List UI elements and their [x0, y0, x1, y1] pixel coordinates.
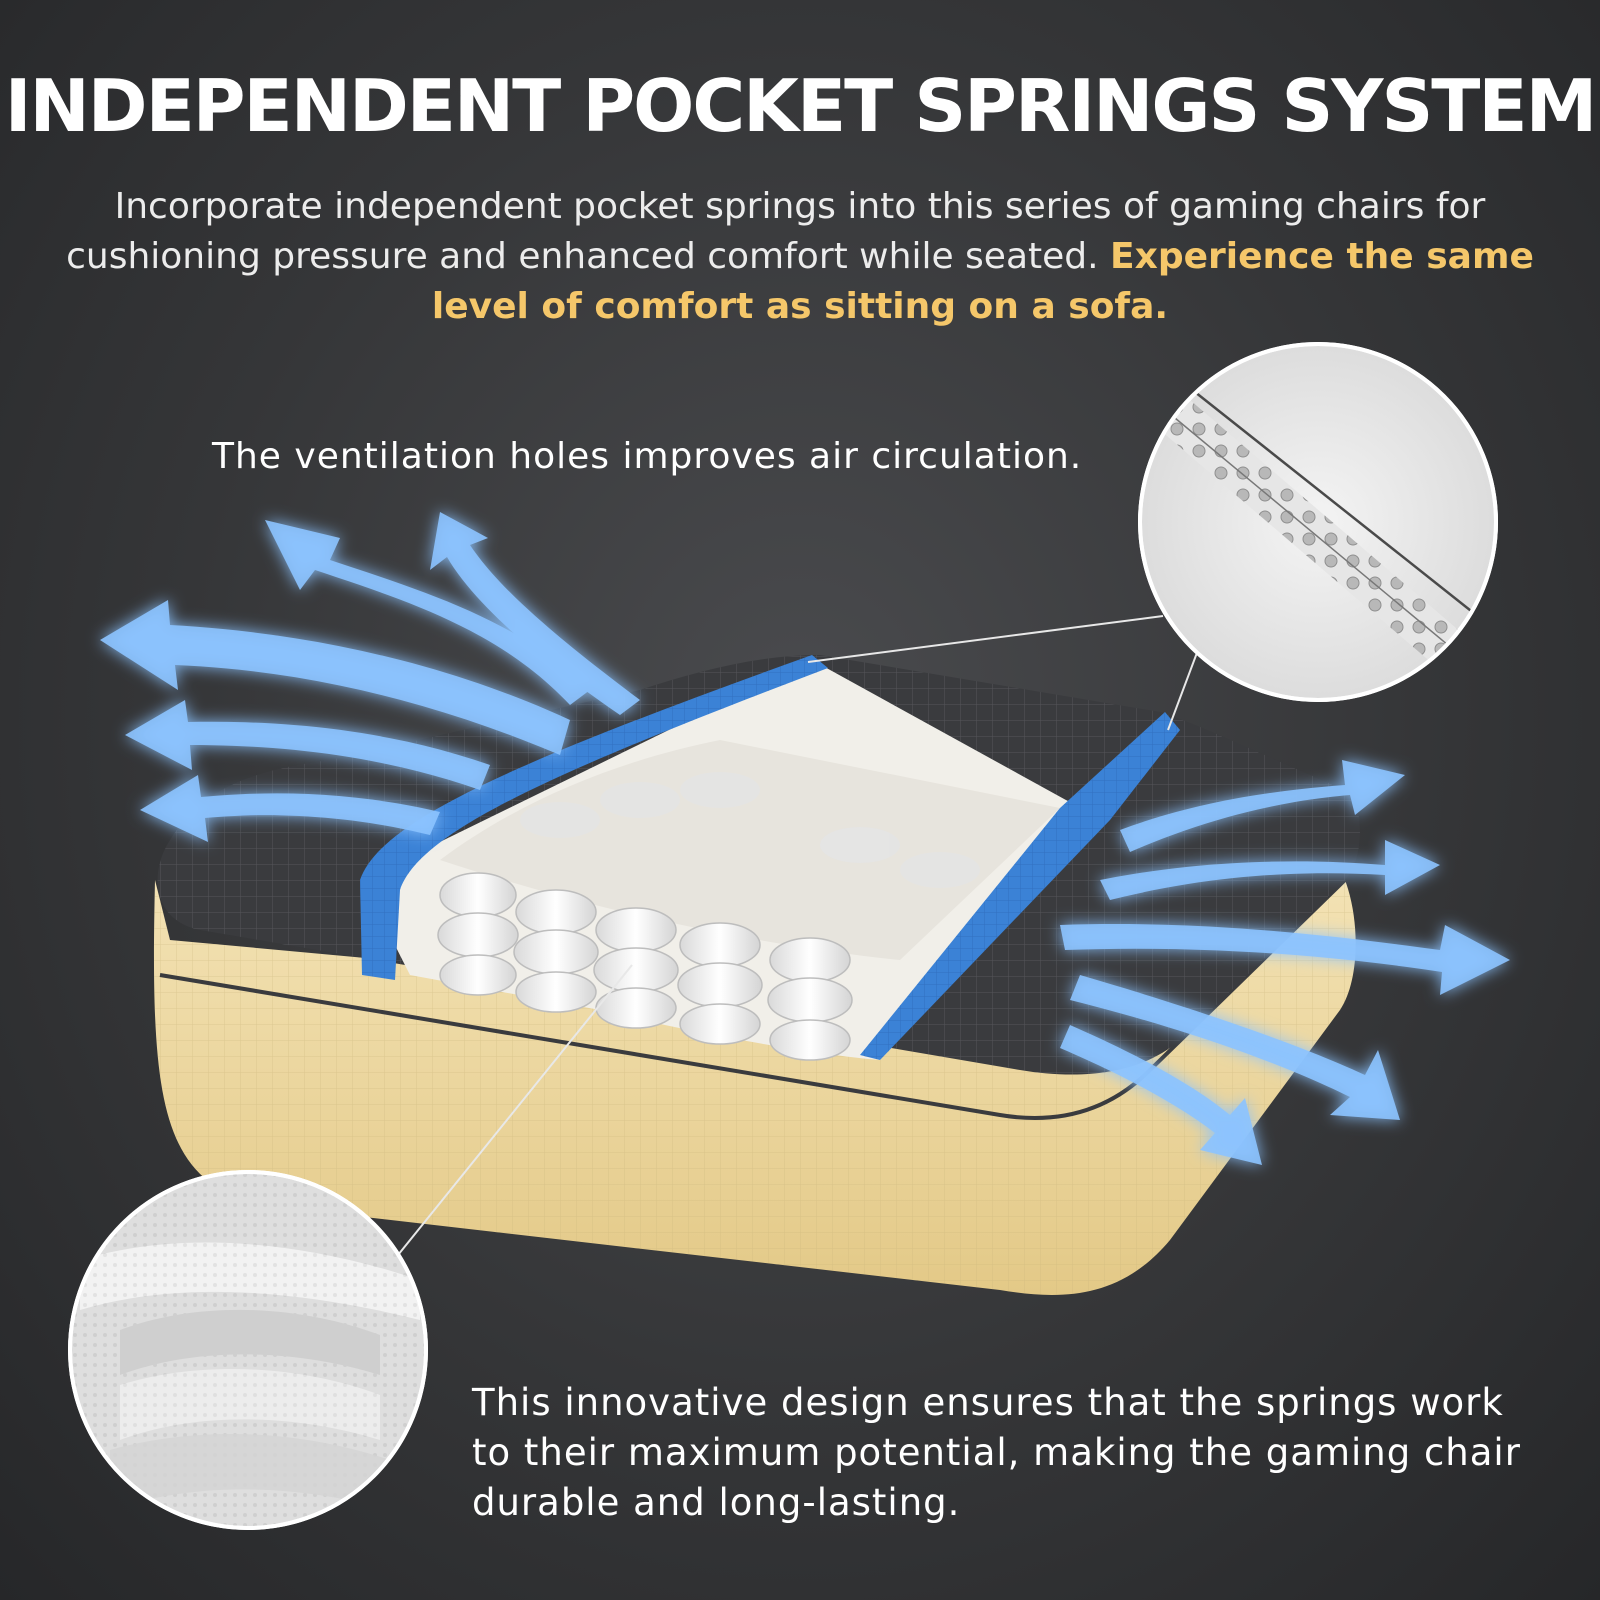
- airflow-arrow-icon: [100, 600, 570, 755]
- pocket-springs: [437, 772, 980, 1061]
- ventilation-callout: The ventilation holes improves air circu…: [212, 436, 1083, 477]
- intro-paragraph: Incorporate independent pocket springs i…: [60, 182, 1540, 332]
- ventilation-zoom-circle: [1138, 342, 1498, 702]
- spring-zoom-circle: [68, 1170, 428, 1530]
- mesh-band: [360, 655, 1180, 1060]
- airflow-arrow-icon: [1100, 840, 1440, 900]
- airflow-arrows: [100, 512, 1510, 1165]
- spring-cavity: [362, 660, 1075, 1061]
- intro-highlight: Experience the same level of comfort as …: [431, 236, 1534, 327]
- intro-text: Incorporate independent pocket springs i…: [66, 186, 1486, 277]
- airflow-arrow-icon: [1060, 1025, 1262, 1165]
- leader-lines: [397, 615, 1199, 1256]
- airflow-arrow-icon: [1070, 975, 1400, 1120]
- airflow-arrow-icon: [140, 775, 440, 842]
- springs-callout: This innovative design ensures that the …: [472, 1381, 1521, 1524]
- airflow-arrow-icon: [1120, 760, 1405, 852]
- airflow-arrow-icon: [430, 512, 640, 715]
- page-title: INDEPENDENT POCKET SPRINGS SYSTEM: [4, 64, 1598, 148]
- airflow-arrow-icon: [125, 700, 490, 790]
- airflow-arrow-icon: [265, 520, 590, 705]
- airflow-arrow-icon: [1060, 924, 1510, 995]
